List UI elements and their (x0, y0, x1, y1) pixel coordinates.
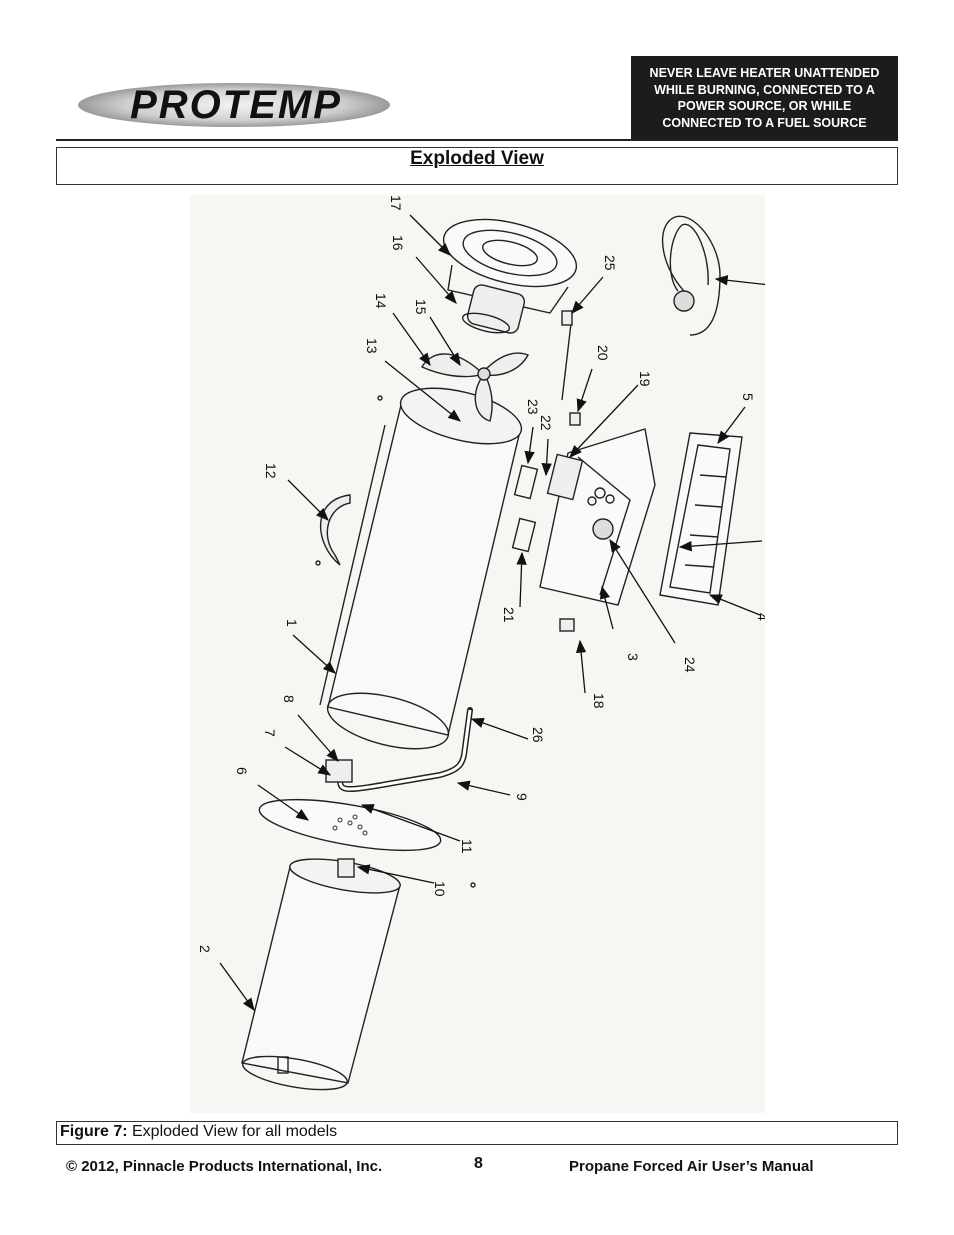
section-title: Exploded View (410, 148, 544, 169)
part-label: 24 (682, 657, 698, 673)
figure-caption: Figure 7: Exploded View for all models (60, 1123, 337, 1141)
part-label: 22 (538, 415, 554, 431)
caption-text: Exploded View for all models (127, 1123, 338, 1140)
part-label: 6 (234, 767, 250, 775)
caption-label: Figure 7: (60, 1123, 128, 1140)
part-label: 9 (514, 793, 530, 801)
bracket-part (319, 494, 351, 566)
part-label: 17 (388, 195, 404, 211)
part-label: 4 (755, 613, 765, 621)
part-label: 11 (459, 839, 475, 854)
section-title-box: Exploded View (56, 147, 898, 185)
part-label: 2 (197, 945, 213, 953)
part-label: 10 (432, 881, 448, 897)
part-label: 12 (263, 463, 279, 479)
part-label: 25 (602, 255, 618, 271)
part-label: 16 (390, 235, 406, 251)
logo-text: PROTEMP (130, 83, 342, 127)
warning-line: WHILE BURNING, CONNECTED TO A (654, 82, 875, 97)
part-label: 26 (530, 727, 546, 743)
protemp-logo: PROTEMP (76, 78, 396, 132)
warning-box: NEVER LEAVE HEATER UNATTENDED WHILE BURN… (631, 56, 898, 140)
part-label: 27 (764, 529, 765, 545)
warning-line: POWER SOURCE, OR WHILE (677, 99, 852, 113)
part-label: 14 (373, 293, 389, 309)
frame-part (659, 432, 743, 606)
exploded-view-drawing: 1 2 3 4 5 6 7 8 9 10 11 12 13 14 15 16 1… (197, 195, 765, 1091)
leader-lines (219, 214, 765, 1012)
part-label: 19 (637, 371, 653, 387)
part-labels: 1 2 3 4 5 6 7 8 9 10 11 12 13 14 15 16 1… (197, 195, 765, 953)
part-label: 20 (595, 345, 611, 361)
part-label: 3 (625, 653, 641, 661)
warning-line: NEVER LEAVE HEATER UNATTENDED (649, 66, 880, 80)
page-number: 8 (474, 1155, 483, 1172)
part-label: 7 (262, 729, 278, 737)
part-label: 1 (284, 619, 300, 627)
footer-copyright: © 2012, Pinnacle Products International,… (66, 1158, 383, 1175)
warning-line: CONNECTED TO A FUEL SOURCE (662, 115, 867, 130)
part-label: 5 (740, 393, 756, 401)
nozzle-part (337, 858, 355, 878)
figure-caption-box: Figure 7: Exploded View for all models (56, 1121, 898, 1145)
part-label: 8 (281, 695, 297, 703)
part-label: 23 (525, 399, 541, 415)
header-rule (56, 139, 898, 141)
part-label: 21 (501, 607, 517, 623)
part-label: 13 (364, 338, 380, 354)
lower-housing-part (241, 858, 401, 1091)
logo-graphic: PROTEMP (78, 83, 390, 127)
hose-regulator-part (661, 215, 721, 336)
footer-manual-title: Propane Forced Air User’s Manual (569, 1158, 814, 1175)
main-housing-part (319, 387, 523, 750)
valve-part (325, 759, 353, 783)
rod-part (561, 314, 573, 401)
part-label: 15 (413, 299, 429, 315)
part-label: 18 (591, 693, 607, 709)
exploded-view-figure: 1 2 3 4 5 6 7 8 9 10 11 12 13 14 15 16 1… (190, 195, 765, 1113)
motor-part (461, 284, 526, 334)
knob-part (559, 618, 575, 632)
